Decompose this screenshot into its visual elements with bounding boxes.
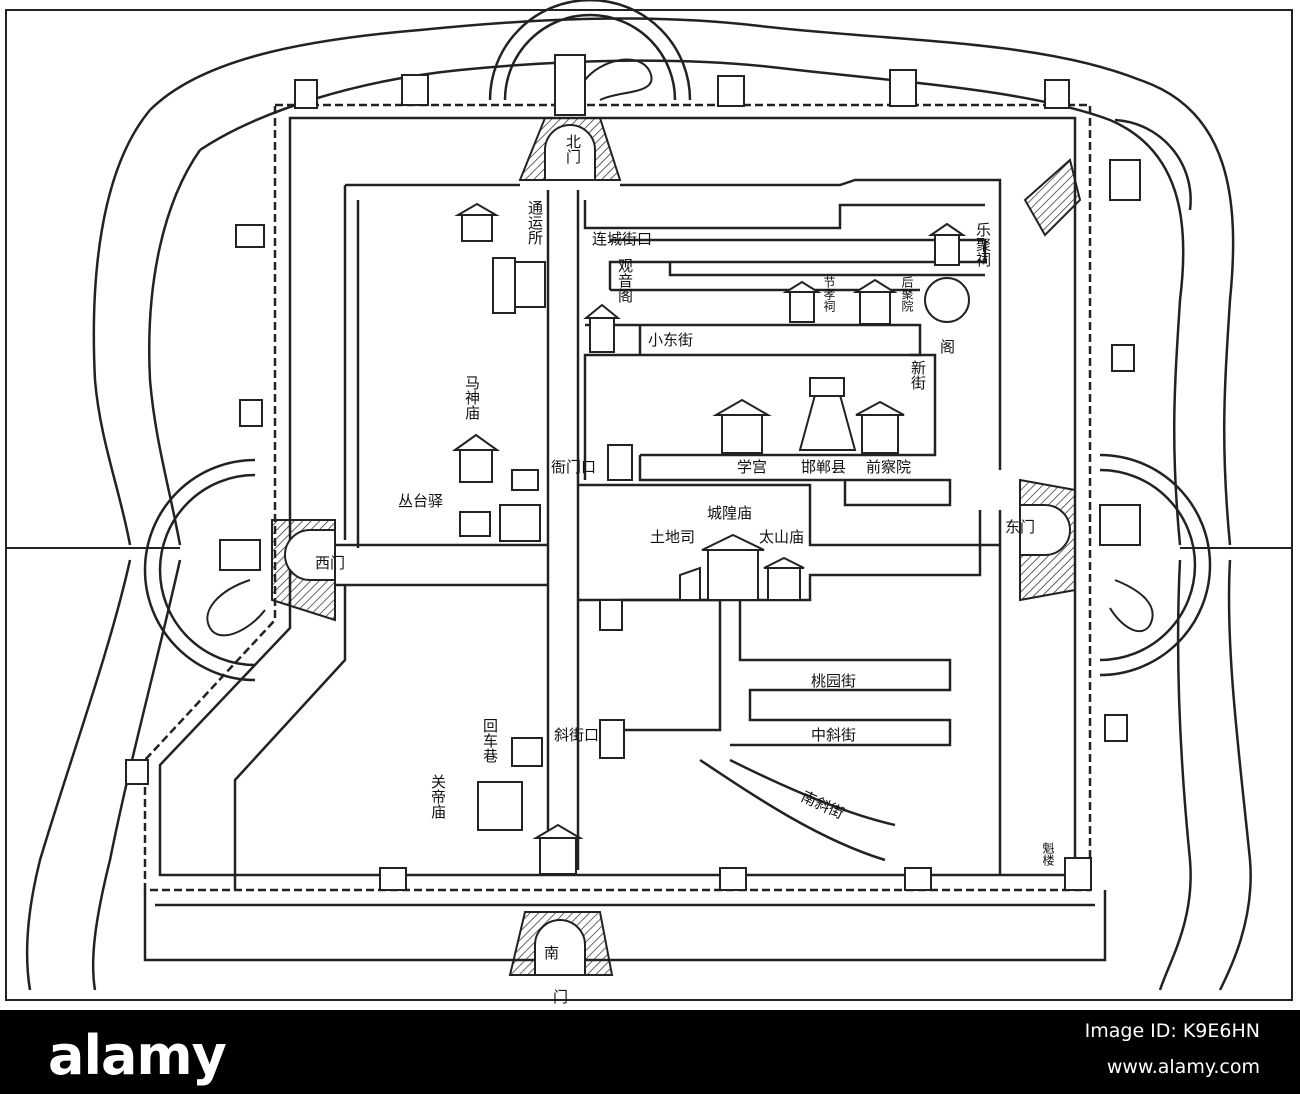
label-xinjie: 新街 xyxy=(909,360,927,390)
barbicans xyxy=(143,0,1212,682)
label-guandimiao: 关帝庙 xyxy=(429,774,447,819)
watermark-footer: alamy Image ID: K9E6HN www.alamy.com xyxy=(0,1010,1300,1094)
label-south-gate-top: 南 xyxy=(544,944,559,962)
label-nanxiejie: 南斜街 xyxy=(798,787,846,822)
barbican-roads xyxy=(206,58,1154,637)
label-mashenmiao: 马神庙 xyxy=(463,375,481,420)
city-map: 北门 南 门 西门 东门 通运所 连城街口 观音阁 小东街 节孝祠 后聚院 乐聚… xyxy=(5,0,1293,1006)
label-taishanmiao: 太山庙 xyxy=(759,528,804,546)
label-north-gate: 北门 xyxy=(564,134,582,165)
label-ge: 阁 xyxy=(940,338,955,356)
label-south-gate-bottom: 门 xyxy=(553,988,568,1006)
label-xiejiekou: 斜街口 xyxy=(554,726,599,744)
map-canvas: 北门 南 门 西门 东门 通运所 连城街口 观音阁 小东街 节孝祠 后聚院 乐聚… xyxy=(5,0,1293,1006)
label-congtaiyi: 丛台驿 xyxy=(398,492,443,510)
label-lejuci: 乐聚祠 xyxy=(974,222,992,267)
label-xiaodongjie: 小东街 xyxy=(648,331,693,349)
label-lianchengjiekou: 连城街口 xyxy=(592,230,652,248)
stock-url: www.alamy.com xyxy=(1106,1056,1260,1078)
label-tongyunsuo: 通运所 xyxy=(526,200,544,245)
label-handanxian: 邯郸县 xyxy=(801,458,846,476)
label-guanyinge: 观音阁 xyxy=(616,258,634,304)
label-qiancayuan: 前察院 xyxy=(866,458,911,476)
wall-towers xyxy=(125,69,1141,891)
label-kuilou: 魁楼 xyxy=(1041,841,1055,866)
brand-logo: alamy xyxy=(48,1024,227,1087)
buildings xyxy=(451,202,970,875)
label-taoyuanjie: 桃园街 xyxy=(811,672,856,690)
label-jiemenkou: 衙门口 xyxy=(551,458,596,476)
label-chenghuangmiao: 城隍庙 xyxy=(707,504,752,522)
label-huichexiang: 回车巷 xyxy=(481,718,499,763)
stock-image-id: Image ID: K9E6HN xyxy=(1084,1020,1260,1042)
label-houjiyuan: 后聚院 xyxy=(900,276,914,312)
city-wall xyxy=(143,103,1107,962)
label-xuegong: 学宫 xyxy=(737,458,767,476)
streets xyxy=(233,178,1002,890)
label-east-gate: 东门 xyxy=(1005,518,1035,536)
label-west-gate: 西门 xyxy=(315,554,345,572)
label-zhongxiejie: 中斜街 xyxy=(811,726,856,744)
map-frame xyxy=(5,9,1293,1001)
label-jiexiaoci: 节孝祠 xyxy=(822,276,836,312)
label-tudici: 土地司 xyxy=(650,528,695,546)
gatehouses xyxy=(219,54,1141,976)
map-labels: 北门 南 门 西门 东门 通运所 连城街口 观音阁 小东街 节孝祠 后聚院 乐聚… xyxy=(315,134,1055,1006)
